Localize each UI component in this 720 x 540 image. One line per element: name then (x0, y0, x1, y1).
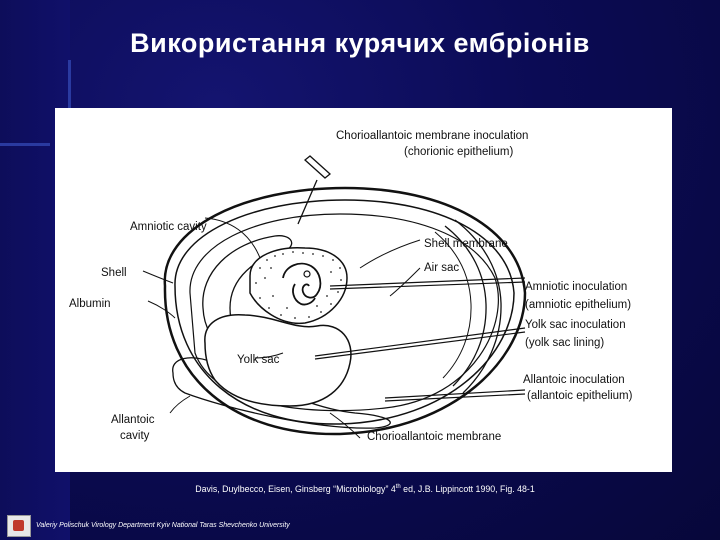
egg-shell (163, 186, 527, 436)
needle-yolk-sac (314, 327, 526, 360)
caption-text-start: Davis, Duylbecco, Eisen, Ginsberg “Micro… (195, 484, 396, 494)
label-albumin: Albumin (69, 298, 111, 310)
figure-caption: Davis, Duylbecco, Eisen, Ginsberg “Micro… (150, 484, 580, 494)
label-allantoic-cavity-line2: cavity (120, 430, 150, 442)
label-shell: Shell (101, 267, 127, 279)
embryo (282, 262, 322, 306)
label-amniotic-epithelium: (amniotic epithelium) (525, 299, 631, 311)
label-shell-membrane: Shell membrane (424, 238, 508, 250)
label-air-sac: Air sac (424, 262, 459, 274)
label-yolk-sac-inoculation: Yolk sac inoculation (525, 319, 626, 331)
university-logo (7, 515, 31, 537)
egg-inoculation-figure: Chorioallantoic membrane inoculation (ch… (55, 108, 672, 472)
air-sac (454, 219, 502, 394)
yolk-sac-shape (204, 314, 352, 407)
egg-diagram: Chorioallantoic membrane inoculation (ch… (69, 130, 633, 443)
amniotic-cavity-shape (249, 247, 348, 325)
needle-allantoic (384, 389, 526, 402)
label-yolk-sac: Yolk sac (237, 354, 280, 366)
shell-membrane (174, 199, 515, 425)
caption-superscript: th (395, 484, 401, 491)
label-allantoic-epithelium: (allantoic epithelium) (527, 390, 633, 402)
label-amniotic-cavity: Amniotic cavity (130, 221, 207, 233)
label-chorioallantoic-inoculation: Chorioallantoic membrane inoculation (336, 130, 528, 142)
slide-title: Використання курячих ембріонів (130, 28, 590, 58)
needle-chorioallantoic (297, 155, 332, 225)
footer-credit: Valeriy Polischuk Virology Department Ky… (36, 522, 290, 529)
decorative-line (68, 60, 71, 120)
label-amniotic-inoculation: Amniotic inoculation (525, 281, 627, 293)
needle-amniotic (329, 277, 526, 290)
label-allantoic-inoculation: Allantoic inoculation (523, 374, 625, 386)
label-chorioallantoic-membrane: Chorioallantoic membrane (367, 431, 501, 443)
label-allantoic-cavity-line1: Allantoic (111, 414, 155, 426)
label-chorionic-epithelium: (chorionic epithelium) (404, 146, 513, 158)
decorative-line (0, 143, 50, 146)
caption-text-end: ed, J.B. Lippincott 1990, Fig. 48-1 (400, 484, 535, 494)
label-yolk-sac-lining: (yolk sac lining) (525, 337, 604, 349)
